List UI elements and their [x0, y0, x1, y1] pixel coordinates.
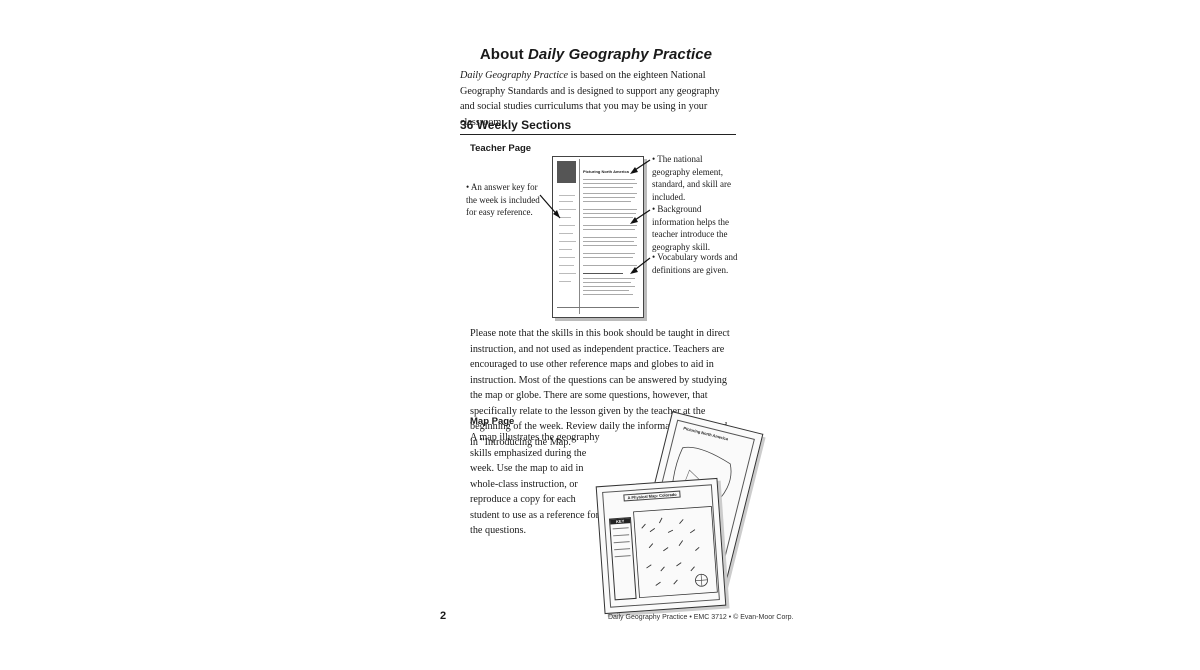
front-map-terrain	[633, 505, 718, 599]
title-italic: Daily Geography Practice	[527, 46, 713, 63]
standard-note: • The national geography element, standa…	[652, 154, 731, 202]
map-key-label: KEY	[610, 518, 631, 525]
arrowhead-standard	[630, 167, 638, 174]
map-page-heading: Map Page	[470, 416, 515, 427]
intro-rest: is based on the eighteen National Geogra…	[460, 70, 720, 128]
intro-italic: Daily Geography Practice	[460, 70, 569, 81]
arrowhead-background	[630, 217, 638, 224]
thumbnail-badge	[557, 161, 576, 183]
footer-credit: Daily Geography Practice • EMC 3712 • © …	[608, 614, 794, 621]
thumbnail-sidebar	[555, 159, 580, 314]
vocabulary-note: • Vocabulary words and definitions are g…	[652, 252, 738, 275]
page-number: 2	[440, 610, 447, 622]
page-title: About Daily Geography Practice	[460, 46, 732, 63]
teacher-page-thumbnail: Picturing North America	[552, 156, 644, 318]
instruction-paragraph: Please note that the skills in this book…	[470, 328, 730, 448]
answer-key-note: • An answer key for the week is included…	[466, 182, 540, 217]
intro-paragraph: Daily Geography Practice is based on the…	[460, 68, 736, 130]
teacher-page-heading: Teacher Page	[470, 143, 532, 154]
map-page-description: A map illustrates the geography skills e…	[470, 432, 600, 536]
background-note: • Background information helps the teach…	[652, 204, 729, 252]
front-map-sheet: A Physical Map: Colorado KEY	[595, 477, 727, 615]
section-heading: 36 Weekly Sections	[460, 118, 736, 135]
title-prefix: About	[479, 46, 528, 63]
arrowhead-answer-key	[553, 210, 560, 218]
thumbnail-title: Picturing North America	[583, 169, 629, 174]
arrowhead-vocabulary	[630, 267, 638, 274]
